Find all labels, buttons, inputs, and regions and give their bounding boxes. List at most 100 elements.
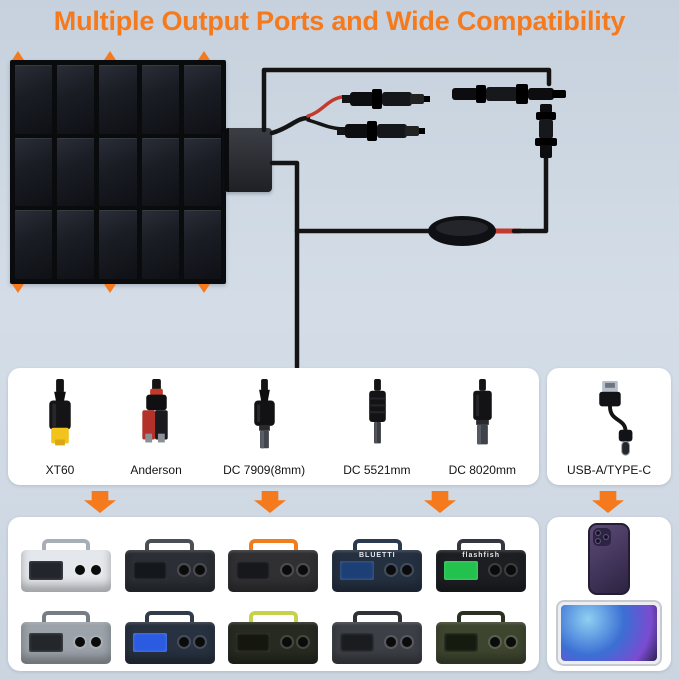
usb-panel: USB-A/TYPE-C: [547, 368, 671, 485]
mobile-devices-panel: [547, 517, 671, 671]
tie-down-loop-icon: [104, 51, 116, 60]
cable-down: [269, 160, 300, 370]
power-station: [228, 611, 319, 664]
device-screen: [236, 633, 271, 652]
output-port: [490, 637, 501, 647]
power-station: [332, 611, 423, 664]
camera-module-icon: [593, 527, 611, 546]
power-station-thumbnail: flashfish: [432, 524, 530, 592]
device-body: [436, 622, 527, 664]
tablet-image: [556, 599, 662, 666]
solar-cell: [141, 65, 179, 134]
down-arrow-icon: [254, 491, 286, 513]
handle: [145, 539, 194, 550]
solar-cell: [15, 137, 53, 207]
cable-split-feed: [269, 115, 311, 136]
handle: [249, 539, 298, 550]
device-body: [20, 550, 111, 592]
solar-cell: [141, 210, 179, 279]
output-port: [298, 637, 309, 647]
tie-down-loop-icon: [12, 284, 24, 293]
solar-cell: [57, 210, 95, 279]
brand-label: flashfish: [462, 552, 500, 559]
solar-cell: [99, 65, 137, 134]
power-station: [124, 611, 215, 664]
down-arrow-icon: [424, 491, 456, 513]
wire-black: [306, 118, 344, 131]
connector-label: DC 7909(8mm): [223, 463, 306, 477]
device-screen: [132, 561, 167, 580]
connector-label: USB-A/TYPE-C: [566, 463, 651, 477]
device-body: [228, 550, 319, 592]
solar-cell: [99, 137, 137, 207]
power-station-thumbnail: BLUETTI: [328, 524, 426, 592]
output-port: [194, 637, 205, 647]
output-port: [90, 565, 101, 575]
output-port: [298, 565, 309, 575]
xt60-connector-icon: [49, 379, 71, 446]
solar-cell: [57, 65, 95, 134]
mc4-connector-icon: [337, 121, 425, 141]
output-port: [490, 565, 501, 575]
device-screen: [340, 633, 375, 652]
output-port: [194, 565, 205, 575]
connector-dc5521: DC 5521mm: [343, 379, 411, 477]
connector-label: DC 8020mm: [448, 463, 516, 477]
power-station-thumbnail: [121, 524, 219, 592]
cable-top: [261, 67, 552, 133]
dc7909-connector-icon: [254, 379, 275, 449]
power-station: [20, 611, 111, 664]
device-screen: [28, 633, 63, 652]
device-body: BLUETTI: [332, 550, 423, 592]
power-stations-panel: BLUETTI flashfish: [8, 517, 539, 671]
device-body: [124, 622, 215, 664]
y-adapter-highlight: [436, 220, 488, 236]
device-body: [124, 550, 215, 592]
handle: [456, 611, 506, 622]
tie-down-loop-icon: [198, 51, 210, 60]
output-port: [178, 565, 189, 575]
connector-panel: XT60 Anderson: [8, 368, 539, 485]
power-station-thumbnail: [328, 596, 426, 664]
camera-lens-icon: [595, 529, 601, 536]
usb-cable-icon: [599, 380, 633, 456]
device-screen: [444, 561, 479, 580]
solar-cell: [183, 65, 221, 134]
output-port: [282, 565, 293, 575]
device-body: flashfish: [436, 550, 527, 592]
device-body: [228, 622, 319, 664]
down-arrow-icon: [84, 491, 116, 513]
handle: [41, 611, 91, 622]
dc5521-connector-icon: [369, 379, 386, 444]
solar-cell: [99, 210, 137, 279]
output-port: [402, 637, 413, 647]
dc8020-connector-icon: [473, 379, 493, 445]
handle: [249, 611, 298, 622]
handle: [456, 539, 506, 550]
output-port: [74, 637, 85, 647]
output-port: [386, 565, 397, 575]
output-port: [178, 637, 189, 647]
connector-xt60: XT60: [31, 379, 89, 477]
solar-panel: [10, 60, 226, 284]
device-body: [332, 622, 423, 664]
power-station: flashfish: [436, 539, 527, 592]
tie-down-loop-icon: [12, 51, 24, 60]
connector-anderson: Anderson: [127, 379, 185, 477]
brand-label: BLUETTI: [359, 552, 396, 559]
solar-cell: [57, 137, 95, 207]
down-arrow-icon: [592, 491, 624, 513]
tablet-screen: [561, 604, 657, 661]
connector-dc8020: DC 8020mm: [449, 379, 516, 477]
page-title: Multiple Output Ports and Wide Compatibi…: [53, 6, 626, 36]
power-station-thumbnail: [17, 596, 115, 664]
tie-down-loop-icon: [198, 284, 210, 293]
mc4-connector-pair-vertical-icon: [535, 104, 557, 158]
device-body: [20, 622, 111, 664]
mc4-connector-pair-icon: [452, 84, 566, 104]
handle: [145, 611, 194, 622]
device-screen: [444, 633, 479, 652]
connector-label: DC 5521mm: [343, 463, 411, 477]
handle: [352, 539, 402, 550]
